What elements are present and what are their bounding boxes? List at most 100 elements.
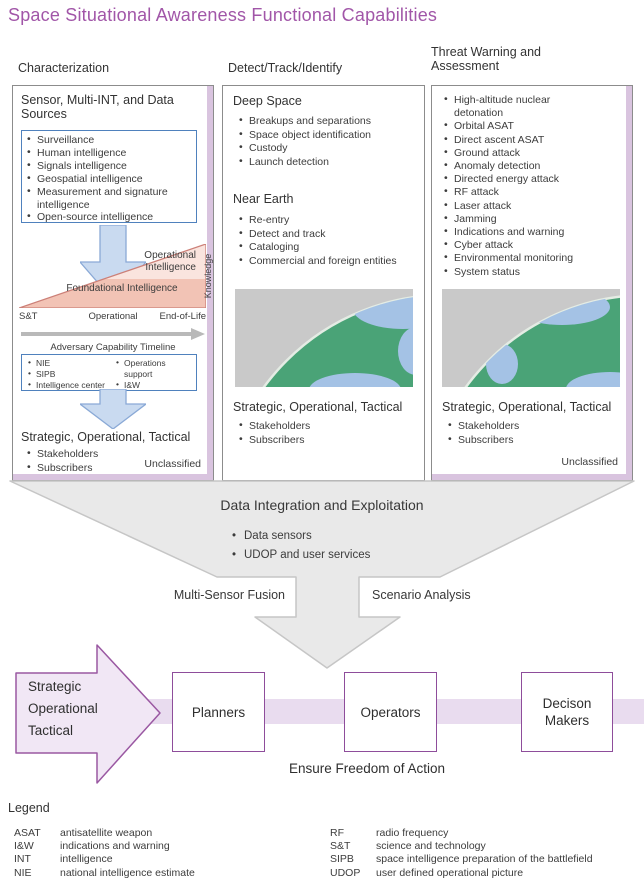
list-item: Cyber attack bbox=[444, 238, 602, 252]
freedom-of-action-caption: Ensure Freedom of Action bbox=[288, 761, 446, 776]
legend-term: SIPB bbox=[330, 853, 354, 866]
list-item: Breakups and separations bbox=[239, 114, 417, 129]
list-item: Indications and warning bbox=[444, 225, 602, 239]
list-item: System status bbox=[444, 265, 602, 279]
list-item: NIE bbox=[28, 357, 114, 369]
list-item: Laser attack bbox=[444, 199, 602, 213]
integration-list: Data sensors UDOP and user services bbox=[232, 527, 370, 565]
axis-tick-st: S&T bbox=[19, 311, 38, 322]
diagram-title: Space Situational Awareness Functional C… bbox=[8, 5, 438, 25]
sources-box: Surveillance Human intelligence Signals … bbox=[21, 130, 197, 223]
list-item: RF attack bbox=[444, 185, 602, 199]
list-item: Stakeholders bbox=[448, 419, 519, 434]
sot-heading: Strategic, Operational, Tactical bbox=[21, 430, 191, 444]
foundational-intelligence-label: Foundational Intelligence bbox=[66, 283, 178, 294]
legend-term: NIE bbox=[14, 866, 32, 879]
column-header-characterization: Characterization bbox=[18, 61, 110, 75]
multi-sensor-fusion-label: Multi-Sensor Fusion bbox=[173, 588, 285, 602]
axis-tick-end-of-life: End-of-Life bbox=[159, 311, 206, 322]
threat-list: High-altitude nuclear detonation Orbital… bbox=[444, 93, 602, 279]
legend-term: RF bbox=[330, 827, 344, 839]
sot-list: Stakeholders Subscribers bbox=[239, 419, 310, 448]
operators-box: Operators bbox=[344, 672, 437, 752]
timeline-label: Adversary Capability Timeline bbox=[50, 342, 176, 353]
list-item: Anomaly detection bbox=[444, 159, 602, 173]
legend-definition: radio frequency bbox=[376, 827, 449, 839]
down-arrow-icon bbox=[80, 389, 146, 429]
list-item: Jamming bbox=[444, 212, 602, 226]
list-item: Direct ascent ASAT bbox=[444, 133, 602, 147]
legend-definition: science and technology bbox=[376, 840, 486, 853]
list-item: Geospatial intelligence bbox=[27, 172, 194, 186]
legend-term: S&T bbox=[330, 840, 351, 853]
list-item: Launch detection bbox=[239, 155, 417, 170]
list-item: Orbital ASAT bbox=[444, 119, 602, 133]
globe-image bbox=[442, 289, 620, 387]
operational-intelligence-label: Operational Intelligence bbox=[144, 250, 196, 273]
sources-heading: Sensor, Multi-INT, and Data Sources bbox=[21, 93, 174, 121]
products-list-left: NIE SIPB Intelligence center bbox=[28, 357, 114, 391]
integration-title: Data Integration and Exploitation bbox=[220, 497, 424, 513]
deep-space-list: Breakups and separations Space object id… bbox=[239, 114, 417, 170]
flow-arrow-label: Strategic Operational Tactical bbox=[28, 676, 98, 742]
list-item: High-altitude nuclear detonation bbox=[444, 93, 602, 120]
list-item: Space object identification bbox=[239, 128, 417, 143]
list-item: Signals intelligence bbox=[27, 159, 194, 173]
list-item: Measurement and signature intelligence bbox=[27, 185, 194, 212]
unclassified-marker: Unclassified bbox=[144, 458, 201, 470]
sources-list: Surveillance Human intelligence Signals … bbox=[27, 133, 194, 224]
sot-heading: Strategic, Operational, Tactical bbox=[233, 400, 403, 414]
list-item: Stakeholders bbox=[239, 419, 310, 434]
list-item: Cataloging bbox=[239, 240, 399, 255]
flow-arrow-shape bbox=[15, 644, 161, 784]
timeline-arrow-icon bbox=[21, 328, 205, 340]
list-item: Environmental monitoring bbox=[444, 251, 602, 265]
list-item: Stakeholders bbox=[27, 447, 98, 462]
sot-list: Stakeholders Subscribers bbox=[27, 447, 98, 476]
knowledge-axis-label: Knowledge bbox=[203, 253, 213, 299]
legend-right-column: RF radio frequency S&T science and technol… bbox=[330, 827, 593, 880]
axis-tick-operational: Operational bbox=[88, 311, 138, 322]
legend-heading: Legend bbox=[8, 801, 50, 815]
legend-definition: antisatellite weapon bbox=[60, 827, 153, 839]
legend-definition: intelligence bbox=[60, 853, 113, 866]
scenario-analysis-label: Scenario Analysis bbox=[372, 588, 471, 602]
flow-arrow-line: Tactical bbox=[28, 723, 74, 738]
near-earth-list: Re-entry Detect and track Cataloging Com… bbox=[239, 213, 399, 268]
panel-detect-track-identify: Deep Space Breakups and separations Spac… bbox=[222, 85, 425, 481]
list-item: Subscribers bbox=[27, 461, 98, 476]
legend-definition: indications and warning bbox=[60, 840, 170, 853]
list-item: Intelligence center bbox=[28, 379, 114, 391]
unclassified-marker: Unclassified bbox=[561, 456, 618, 468]
legend-definition: national intelligence estimate bbox=[60, 866, 195, 879]
list-item: Custody bbox=[239, 141, 417, 156]
flow-arrow-line: Operational bbox=[28, 701, 98, 716]
list-item: Human intelligence bbox=[27, 146, 194, 160]
list-item: Surveillance bbox=[27, 133, 194, 147]
list-item: SIPB bbox=[28, 368, 114, 380]
deep-space-heading: Deep Space bbox=[233, 94, 302, 108]
sot-list: Stakeholders Subscribers bbox=[448, 419, 519, 448]
decision-makers-box: Decison Makers bbox=[521, 672, 613, 752]
sot-heading: Strategic, Operational, Tactical bbox=[442, 400, 612, 414]
list-item: Subscribers bbox=[448, 433, 519, 448]
near-earth-heading: Near Earth bbox=[233, 192, 294, 206]
integration-funnel-shape bbox=[9, 480, 635, 669]
list-item: UDOP and user services bbox=[232, 546, 370, 565]
list-item: Re-entry bbox=[239, 213, 399, 228]
list-item: Open-source intelligence bbox=[27, 210, 194, 224]
list-item: I&W bbox=[116, 379, 196, 391]
list-item: Detect and track bbox=[239, 227, 399, 242]
planners-box: Planners bbox=[172, 672, 265, 752]
list-item: Data sensors bbox=[232, 527, 370, 546]
list-item: Ground attack bbox=[444, 146, 602, 160]
flow-arrow-line: Strategic bbox=[28, 679, 82, 694]
legend-term: INT bbox=[14, 853, 31, 866]
column-header-threat-warning: Threat Warning and Assessment bbox=[431, 45, 542, 73]
products-box: NIE SIPB Intelligence center Operations … bbox=[21, 354, 197, 391]
legend-term: UDOP bbox=[330, 866, 361, 879]
list-item: Directed energy attack bbox=[444, 172, 602, 186]
list-item: Subscribers bbox=[239, 433, 310, 448]
